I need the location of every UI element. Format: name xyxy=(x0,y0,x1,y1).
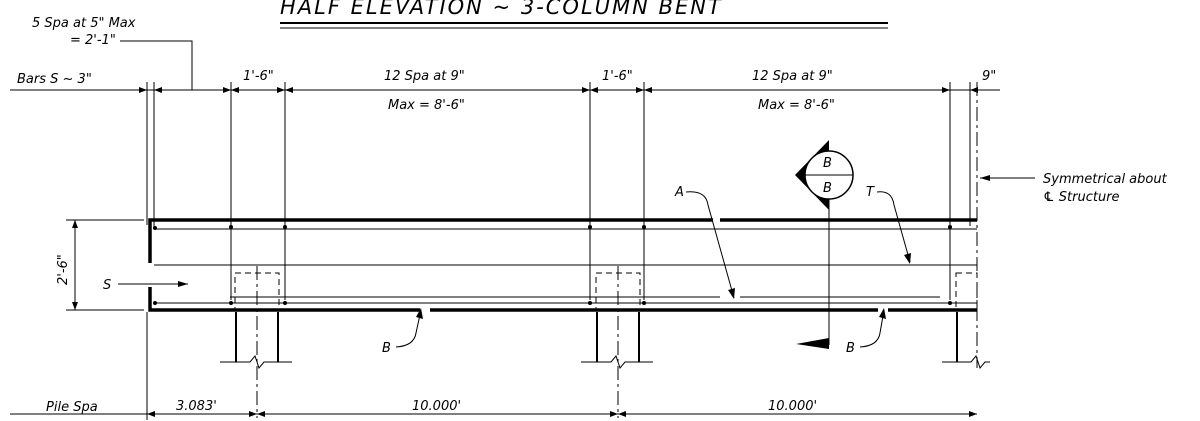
callout-b1-leader xyxy=(395,309,422,348)
bar-dots xyxy=(153,225,952,305)
dim-a: 1'-6" xyxy=(243,69,274,84)
dim-d-line2: Max = 8'-6" xyxy=(758,98,835,113)
drawing-title: HALF ELEVATION ~ 3-COLUMN BENT xyxy=(280,0,723,19)
dim-b-line1: 12 Spa at 9" xyxy=(384,69,465,84)
callout-a: A xyxy=(674,185,684,200)
callout-t-leader xyxy=(876,191,911,263)
section-label-top: B xyxy=(823,156,832,171)
callout-s-arrow xyxy=(178,281,188,287)
callout-t-arrow xyxy=(904,253,911,264)
top-dimension-arrows xyxy=(139,87,978,93)
pile-dimension-arrows xyxy=(147,411,977,417)
callout-s: S xyxy=(103,278,111,293)
symmetry-note-line1: Symmetrical about xyxy=(1043,172,1168,187)
section-marker xyxy=(795,140,854,349)
callout-b1: B xyxy=(382,341,391,356)
callout-b2-leader xyxy=(859,309,885,348)
pile-3 xyxy=(942,272,990,370)
pile-dim-2: 10.000' xyxy=(412,399,461,414)
extension-lines xyxy=(146,82,971,300)
pile-2 xyxy=(581,266,653,418)
dim-b-line2: Max = 8'-6" xyxy=(388,98,465,113)
pile-dim-1: 3.083' xyxy=(176,399,217,414)
callout-b2: B xyxy=(846,341,855,356)
spacing-note-leader xyxy=(120,40,193,90)
pile-spa-label: Pile Spa xyxy=(46,400,98,415)
section-label-bottom: B xyxy=(823,181,832,196)
depth-label: 2'-6" xyxy=(56,254,71,285)
spacing-note-line2: = 2'-1" xyxy=(70,33,116,48)
callout-a-arrow xyxy=(728,288,735,299)
callout-a-leader xyxy=(685,191,735,299)
spacing-note-line1: 5 Spa at 5" Max xyxy=(32,16,136,31)
pile-1 xyxy=(220,266,292,418)
callout-t: T xyxy=(866,185,875,200)
callout-b2-arrow xyxy=(879,308,886,319)
bars-s-label: Bars S ~ 3" xyxy=(17,72,92,87)
symmetry-arrow xyxy=(980,175,990,181)
cap-beam-outline xyxy=(148,218,977,312)
dim-d-line1: 12 Spa at 9" xyxy=(752,69,833,84)
dim-c: 1'-6" xyxy=(602,69,633,84)
callout-b1-arrow xyxy=(416,308,423,319)
pile-dim-3: 10.000' xyxy=(768,399,817,414)
longitudinal-bars xyxy=(154,228,977,304)
dim-end: 9" xyxy=(982,69,996,84)
symmetry-note-line2: ℄ Structure xyxy=(1043,190,1120,205)
depth-dimension xyxy=(66,219,144,311)
